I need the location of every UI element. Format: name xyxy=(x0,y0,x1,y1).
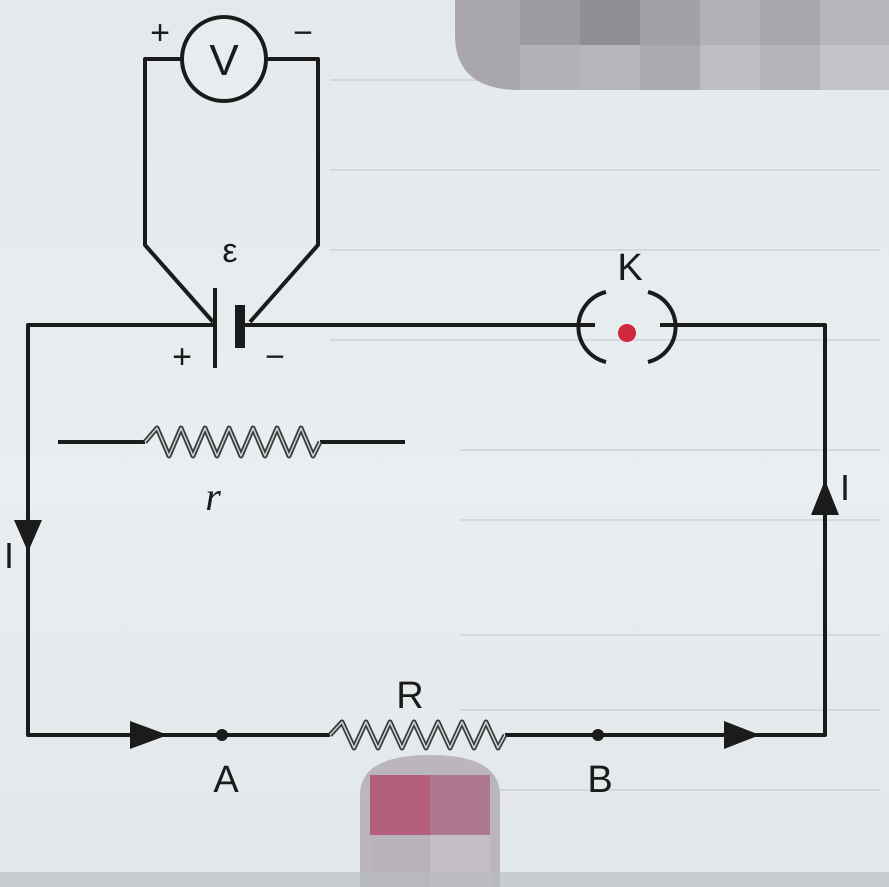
internal-resistance-label: r xyxy=(205,474,221,519)
current-label-right: I xyxy=(840,467,850,508)
background-texture xyxy=(330,79,880,791)
key-label: K xyxy=(617,247,642,289)
key-left-bracket xyxy=(576,290,607,364)
point-a-dot xyxy=(216,729,228,741)
blur-patch-bottom xyxy=(360,755,500,887)
cell-minus-sign: − xyxy=(265,338,285,376)
blur-patch-top xyxy=(455,0,889,90)
point-a-label: A xyxy=(213,759,239,801)
key-right-bracket xyxy=(647,290,678,364)
current-arrow-bottom-right xyxy=(724,721,760,749)
cell xyxy=(213,288,245,368)
external-resistance-label: R xyxy=(396,675,423,717)
point-b-dot xyxy=(592,729,604,741)
key-right-wire xyxy=(505,323,827,737)
key xyxy=(576,290,678,364)
current-arrow-bottom-left xyxy=(130,721,168,749)
point-b-label: B xyxy=(587,759,612,801)
external-resistor-highlight xyxy=(329,721,506,749)
cell-plus-sign: + xyxy=(172,338,192,376)
voltmeter-right-wire xyxy=(248,57,320,324)
internal-resistor-highlight xyxy=(144,427,321,457)
emf-label: ε xyxy=(222,232,237,270)
voltmeter-label: V xyxy=(209,36,239,85)
voltmeter: V xyxy=(180,15,268,103)
current-label-left: I xyxy=(4,535,14,576)
current-arrow-right-up xyxy=(811,480,839,515)
cell-left-wire xyxy=(26,323,330,737)
voltmeter-plus-sign: + xyxy=(150,14,170,52)
page-bottom-edge xyxy=(0,872,889,887)
key-contact xyxy=(618,324,636,342)
voltmeter-minus-sign: − xyxy=(293,14,313,52)
voltmeter-left-wire xyxy=(143,57,215,324)
circuit-wires xyxy=(26,57,827,737)
current-arrow-left-down xyxy=(14,520,42,552)
